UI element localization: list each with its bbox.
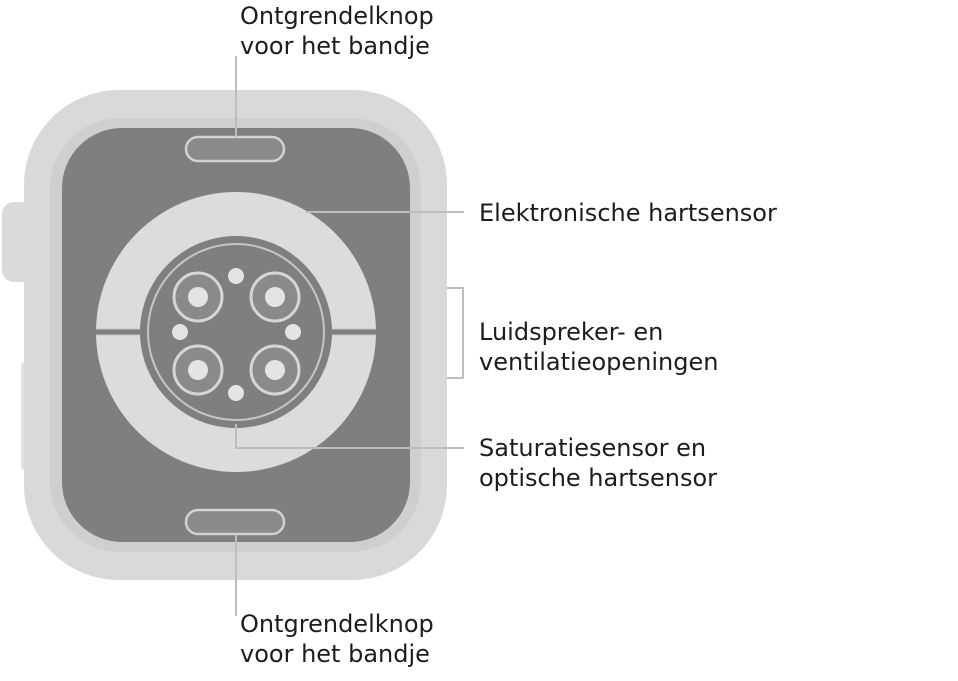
callout-speaker-vent-line1: Luidspreker- en [479, 318, 664, 346]
photodiode-top-right [249, 271, 301, 323]
callout-band-release-top-line2: voor het bandje [240, 32, 430, 60]
callout-blood-oxygen-sensor-line2: optische hartsensor [479, 464, 718, 492]
callout-band-release-bottom: Ontgrendelknop voor het bandje [240, 609, 434, 669]
band-release-slot-top [184, 135, 286, 163]
led-dot-left [172, 324, 188, 340]
callout-blood-oxygen-sensor: Saturatiesensor en optische hartsensor [479, 433, 717, 493]
leader-line-saturation [235, 424, 464, 449]
led-dot-right [285, 324, 301, 340]
photodiode-bottom-left [172, 344, 224, 396]
optical-sensor-inner-ring [147, 243, 325, 421]
callout-band-release-bottom-line1: Ontgrendelknop [240, 610, 434, 638]
callout-speaker-vent: Luidspreker- en ventilatieopeningen [479, 317, 718, 377]
led-dot-bottom [228, 385, 244, 401]
callout-electrical-heart-sensor-line1: Elektronische hartsensor [479, 199, 777, 227]
callout-band-release-top: Ontgrendelknop voor het bandje [240, 1, 434, 61]
photodiode-top-left [172, 271, 224, 323]
callout-electrical-heart-sensor: Elektronische hartsensor [479, 198, 777, 228]
leader-bracket-speaker [447, 287, 464, 379]
callout-blood-oxygen-sensor-line1: Saturatiesensor en [479, 434, 707, 462]
callout-band-release-bottom-line2: voor het bandje [240, 640, 430, 668]
photodiode-bottom-right [249, 344, 301, 396]
band-release-slot-bottom [184, 508, 286, 536]
callout-band-release-top-line1: Ontgrendelknop [240, 2, 434, 30]
callout-speaker-vent-line2: ventilatieopeningen [479, 348, 719, 376]
led-dot-top [228, 268, 244, 284]
